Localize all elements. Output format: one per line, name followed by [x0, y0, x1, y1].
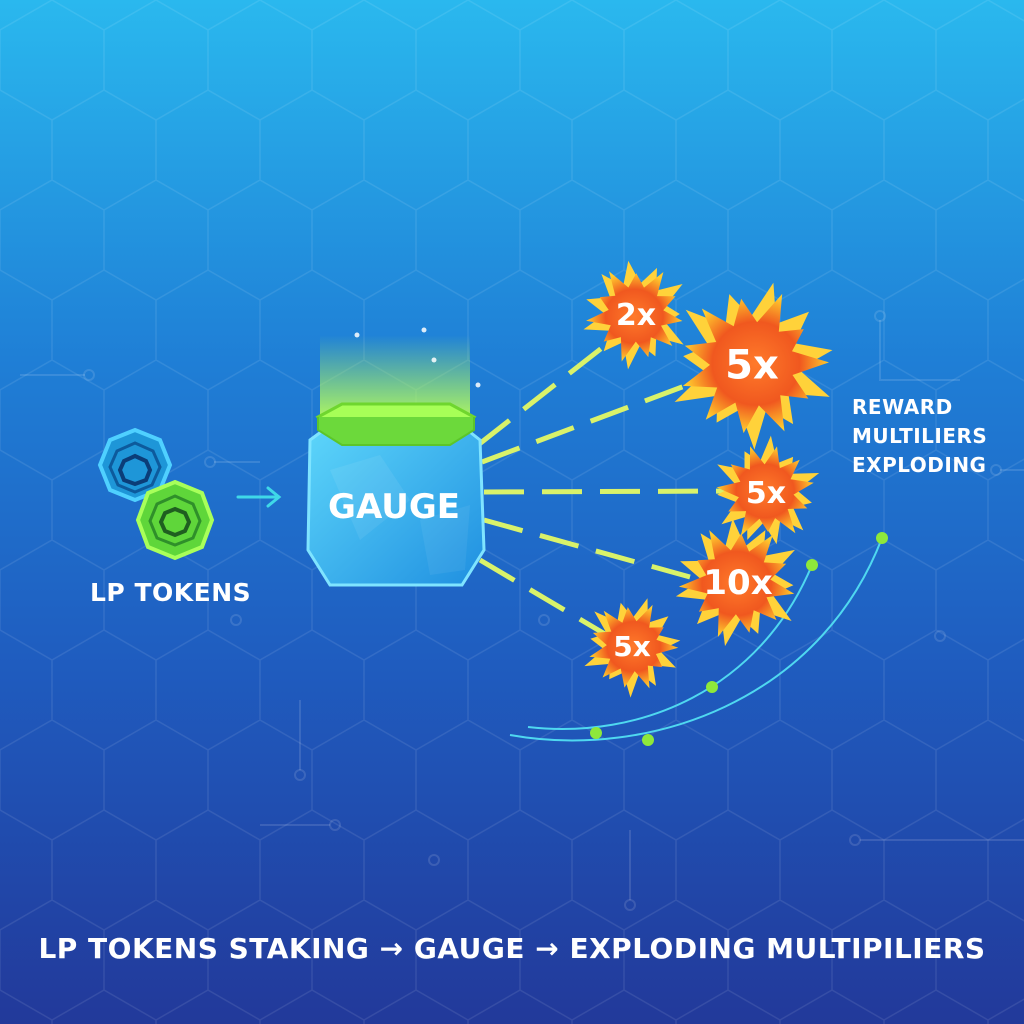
- multiplier-value: 5x: [725, 342, 779, 388]
- multiplier-burst: 5x: [716, 435, 820, 545]
- burst-inner-shape: [678, 530, 795, 637]
- burst-inner-shape: [586, 271, 683, 362]
- multiplier-bursts: 2x 5x 5x 10x 5x: [583, 260, 833, 698]
- multiplier-value: 10x: [703, 563, 772, 603]
- multiplier-value: 5x: [746, 476, 786, 511]
- flow-caption: LP TOKENS STAKING → GAUGE → EXPLODING MU…: [38, 932, 986, 965]
- reward-label-line: MULTILIERS: [852, 424, 988, 448]
- multiplier-burst: 10x: [675, 518, 795, 647]
- circuit-decoration: [20, 310, 1024, 911]
- multiplier-burst: 2x: [583, 260, 684, 370]
- arrow-to-gauge-icon: [236, 486, 282, 508]
- reward-multipliers-label: REWARD MULTILIERS EXPLODING: [852, 393, 987, 480]
- lp-token-green-icon: [135, 479, 215, 561]
- burst-inner-shape: [589, 604, 679, 689]
- gauge-jar-icon: [306, 327, 486, 587]
- multiplier-burst: 5x: [584, 598, 681, 698]
- multiplier-value: 5x: [613, 630, 651, 663]
- multiplier-value: 2x: [616, 298, 656, 333]
- burst-inner-shape: [682, 293, 829, 434]
- orbit-trails: [509, 537, 883, 742]
- reward-beams: [476, 338, 743, 640]
- burst-inner-shape: [716, 446, 814, 536]
- multiplier-burst: 5x: [674, 282, 833, 450]
- lp-tokens-label: LP TOKENS: [90, 578, 252, 607]
- gauge-label: GAUGE: [328, 487, 460, 527]
- reward-label-line: EXPLODING: [852, 453, 987, 477]
- orbit-dots: [590, 532, 888, 746]
- lp-token-blue-icon: [97, 427, 173, 503]
- reward-label-line: REWARD: [852, 395, 953, 419]
